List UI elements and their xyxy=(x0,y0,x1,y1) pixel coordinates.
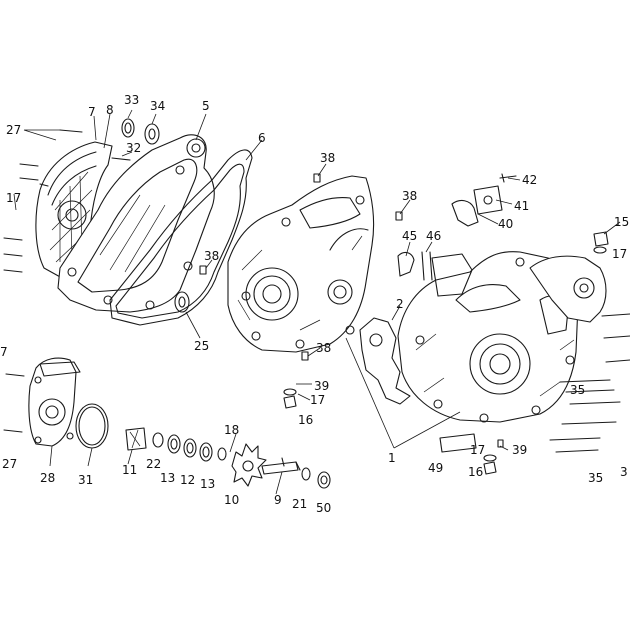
callout-c16a: 16 xyxy=(298,413,313,427)
callout-labels: 27 7 8 33 34 5 6 32 17 38 38 38 38 42 41… xyxy=(0,93,629,515)
callout-c32: 32 xyxy=(126,141,141,155)
callout-c7b: 7 xyxy=(0,345,8,359)
drain-plug-16a xyxy=(283,388,297,409)
outer-clutch-cover xyxy=(35,141,113,279)
callout-c42: 42 xyxy=(522,173,537,187)
callout-c34: 34 xyxy=(150,99,165,113)
bushing-25 xyxy=(174,291,190,313)
reed-valve-plate xyxy=(451,185,503,227)
bearing-33 xyxy=(121,118,135,138)
callout-c49: 49 xyxy=(428,461,443,475)
callout-c38c: 38 xyxy=(204,249,219,263)
callout-c38b: 38 xyxy=(402,189,417,203)
callout-c17a: 17 xyxy=(6,191,21,205)
callout-c2: 2 xyxy=(396,297,404,311)
water-pump-cover xyxy=(28,357,81,447)
callout-c27a: 27 xyxy=(6,123,21,137)
callout-c21: 21 xyxy=(292,497,307,511)
callout-c7: 7 xyxy=(88,105,96,119)
callout-c46: 46 xyxy=(426,229,441,243)
callout-c50: 50 xyxy=(316,501,331,515)
callout-c10: 10 xyxy=(224,493,239,507)
callout-c5: 5 xyxy=(202,99,210,113)
callout-c31: 31 xyxy=(78,473,93,487)
callout-c11: 11 xyxy=(122,463,137,477)
callout-c40: 40 xyxy=(498,217,513,231)
label-plate-49 xyxy=(439,433,477,453)
filler-plug-15 xyxy=(593,231,609,254)
callout-c35a: 35 xyxy=(570,383,585,397)
callout-c22: 22 xyxy=(146,457,161,471)
leader-lines xyxy=(13,109,621,495)
callout-c8: 8 xyxy=(106,103,114,117)
seal-22 xyxy=(152,432,164,448)
callout-c35b: 35 xyxy=(588,471,603,485)
callout-c45: 45 xyxy=(402,229,417,243)
callout-c6: 6 xyxy=(258,131,266,145)
callout-c28: 28 xyxy=(40,471,55,485)
bearing-50 xyxy=(317,471,331,489)
bearing-13a xyxy=(167,434,181,454)
right-bolts xyxy=(549,313,630,453)
pins-46 xyxy=(421,251,473,297)
o-ring-31 xyxy=(75,403,109,449)
callout-c16b: 16 xyxy=(468,465,483,479)
callout-c18: 18 xyxy=(224,423,239,437)
bearing-13b xyxy=(199,442,213,462)
callout-c39b: 39 xyxy=(512,443,527,457)
washer-21 xyxy=(301,467,311,481)
callout-c13b: 13 xyxy=(200,477,215,491)
bracket-45 xyxy=(397,251,415,277)
callout-c41: 41 xyxy=(514,199,529,213)
callout-c1: 1 xyxy=(388,451,396,465)
clutch-cover-frame xyxy=(57,134,215,313)
left-bolts xyxy=(3,129,131,433)
callout-c15: 15 xyxy=(614,215,629,229)
callout-c25: 25 xyxy=(194,339,209,353)
callout-c17b: 17 xyxy=(612,247,627,261)
seal-12 xyxy=(183,438,197,458)
impeller-11 xyxy=(125,427,147,451)
washer-18 xyxy=(217,447,227,461)
callout-c12: 12 xyxy=(180,473,195,487)
gear-10 xyxy=(231,443,267,487)
dowel-pins-38 xyxy=(199,173,504,448)
callout-c13a: 13 xyxy=(160,471,175,485)
callout-c39a: 39 xyxy=(314,379,329,393)
drain-plug-16b xyxy=(483,454,497,475)
callout-c17d: 17 xyxy=(470,443,485,457)
bearing-34 xyxy=(144,123,160,145)
crankcase-gasket xyxy=(359,317,411,405)
shaft-9 xyxy=(261,457,301,475)
ignition-cover xyxy=(529,255,607,323)
callout-c38d: 38 xyxy=(316,341,331,355)
callout-c17c: 17 xyxy=(310,393,325,407)
callout-c9: 9 xyxy=(274,493,282,507)
callout-c3: 3 xyxy=(620,465,628,479)
clutch-cover-gasket xyxy=(109,149,253,326)
callout-c27b: 27 xyxy=(2,457,17,471)
callout-c38a: 38 xyxy=(320,151,335,165)
callout-c33: 33 xyxy=(124,93,139,107)
left-crankcase-half xyxy=(227,175,375,353)
bolt-42 xyxy=(499,173,517,183)
